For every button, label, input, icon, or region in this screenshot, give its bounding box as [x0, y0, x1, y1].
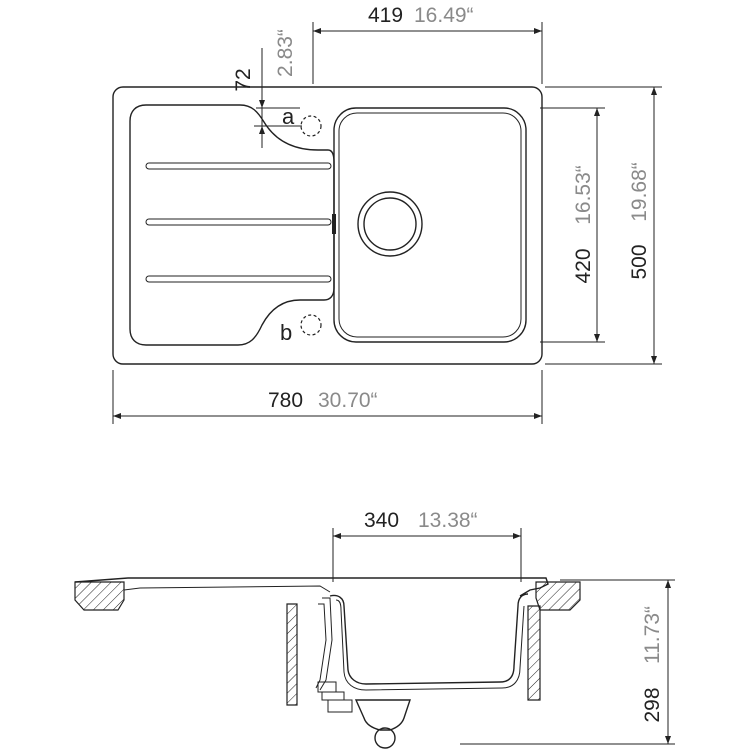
tap-hole-b-label: b [280, 320, 292, 345]
dim-drain-offset: 72 2.83“ [232, 29, 302, 148]
dim-drain-offset-metric: 72 [232, 68, 255, 91]
waste-fitting-block-1 [317, 681, 337, 693]
dim-total-width: 780 30.70“ [112, 370, 543, 424]
dim-bowl-height-imperial: 11.73“ [641, 606, 664, 664]
drain-outer-ring [357, 191, 423, 257]
bowl-outline [333, 107, 527, 343]
groove-middle [145, 218, 332, 226]
sink-rim-section [74, 577, 549, 597]
dim-bowl-width: 340 13.38“ [332, 509, 522, 582]
dim-total-depth: 500 19.68“ [545, 86, 662, 365]
dim-bowl-height-metric: 298 [641, 687, 664, 722]
section-view: 340 13.38“ 298 [74, 509, 675, 749]
dim-bowl-depth-imperial: 16.53“ [572, 165, 595, 225]
tap-hole-b-icon [300, 314, 322, 336]
top-view: a b 72 2.83“ 419 16.49“ [112, 4, 662, 424]
waste-fitting-block-2 [321, 691, 345, 701]
countertop-left-section [74, 581, 125, 611]
cabinet-wall-right [527, 605, 541, 701]
overflow-pipe [319, 597, 333, 691]
bowl-section-outer [329, 593, 529, 685]
sink-outer-outline [112, 86, 543, 365]
bowl-inner-rim [338, 112, 522, 338]
dim-total-depth-imperial: 19.68“ [628, 162, 651, 222]
dim-top-width-imperial: 16.49“ [414, 4, 474, 27]
dim-bowl-width-imperial: 13.38“ [418, 509, 478, 532]
drain-outlet-circle [374, 727, 396, 749]
dim-bowl-width-metric: 340 [364, 509, 399, 532]
groove-top [145, 162, 332, 170]
dim-bowl-depth-metric: 420 [572, 248, 595, 283]
dim-total-width-metric: 780 [268, 389, 303, 412]
drainboard-grooves [145, 162, 336, 283]
dim-total-width-imperial: 30.70“ [318, 389, 378, 412]
drainboard-outline [129, 104, 335, 346]
drain-inner-ring [363, 197, 417, 251]
dim-top-width: 419 16.49“ [312, 4, 543, 84]
dim-total-depth-metric: 500 [628, 244, 651, 279]
drainboard-surface-section [123, 585, 331, 593]
bowl-section-inner [335, 599, 525, 691]
tap-hole-a-icon [300, 115, 322, 137]
dim-bowl-height: 298 11.73“ [460, 579, 675, 745]
overflow-pipe-inner [315, 603, 327, 689]
waste-fitting-block-3 [327, 699, 353, 713]
drain-trap [354, 699, 411, 731]
dim-drain-offset-imperial: 2.83“ [274, 29, 297, 77]
dim-top-width-metric: 419 [368, 4, 403, 27]
groove-bottom [145, 275, 332, 283]
countertop-right-section [535, 581, 581, 611]
tap-hole-a-label: a [282, 104, 295, 129]
cabinet-wall-left [286, 603, 298, 706]
dim-bowl-depth: 420 16.53“ [540, 107, 605, 343]
